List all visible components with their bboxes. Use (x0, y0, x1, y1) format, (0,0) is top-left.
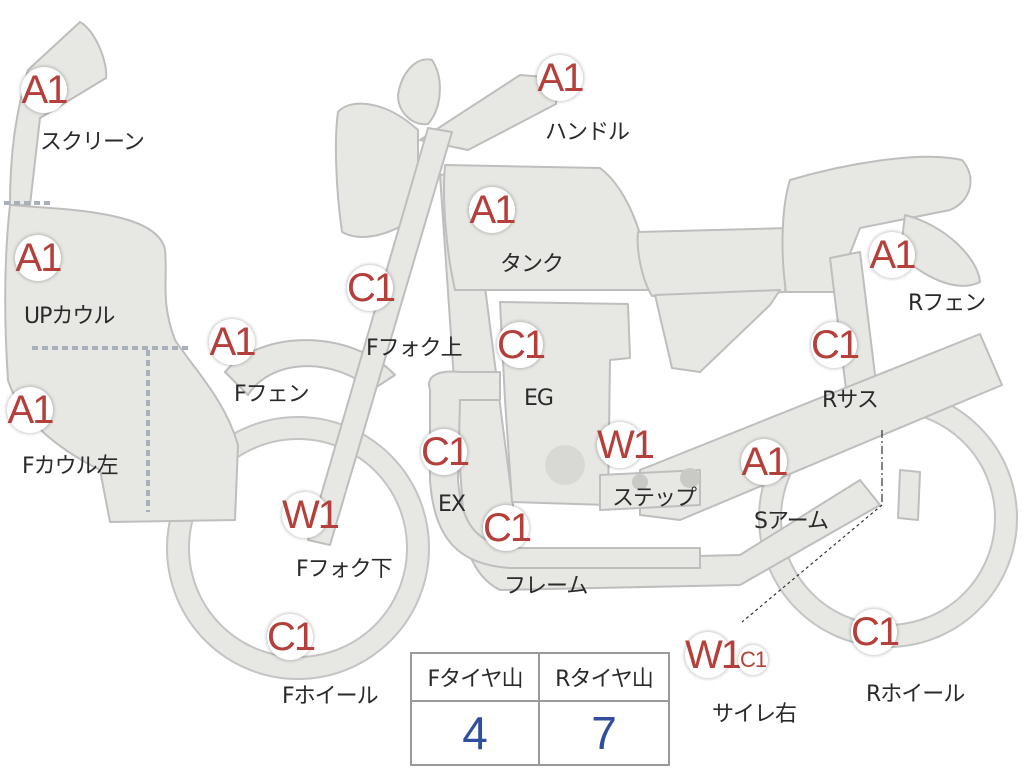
grade-badge-eg: C1 (497, 322, 546, 368)
step-peg-shape (680, 468, 700, 488)
front-fender-shape (224, 339, 396, 396)
part-label-f-fork-upper: Fフォク上 (366, 336, 463, 361)
mirror-shape (397, 58, 441, 126)
part-label-f-fork-lower: Fフォク下 (296, 557, 393, 582)
part-label-handle: ハンドル (545, 120, 630, 145)
grade-badge-r-wheel: C1 (851, 609, 900, 655)
grade-badge-r-fender: A1 (869, 232, 916, 278)
grade-badge-screen: A1 (21, 67, 68, 113)
grade-badge-ex: C1 (421, 429, 470, 475)
seat-shape (636, 227, 791, 297)
part-label-screen: スクリーン (40, 130, 145, 155)
part-label-r-sus: Rサス (822, 388, 879, 413)
cowl-shape (4, 204, 239, 523)
part-label-r-wheel: Rホイール (866, 682, 965, 707)
grade-badge-f-fender: A1 (209, 319, 256, 365)
screen-shape (9, 21, 108, 206)
part-label-tank: タンク (500, 252, 564, 277)
front-tire-tread-value: 4 (412, 702, 540, 764)
grade-badge-r-sus: C1 (811, 322, 860, 368)
step-shape (599, 469, 701, 511)
leader-line (741, 504, 883, 623)
grade-badge-side-cover-r: W1 (685, 632, 743, 678)
headlight-shape (334, 102, 419, 238)
engine-cover-shape (545, 445, 585, 485)
grade-badge-f-wheel: C1 (267, 614, 316, 660)
grade-badge-frame: C1 (483, 505, 532, 551)
part-label-f-wheel: Fホイール (282, 684, 379, 709)
part-label-f-cowl-left: Fカウル左 (22, 454, 119, 479)
step-peg-shape (632, 474, 648, 490)
part-label-up-cowl: UPカウル (24, 304, 115, 329)
part-label-eg: EG (524, 386, 554, 411)
table-header-rear-tire: Rタイヤ山 (540, 654, 668, 702)
grade-badge-handle: A1 (537, 55, 584, 101)
part-label-frame: フレーム (504, 574, 588, 599)
grade-badge-f-fork-upper: C1 (347, 265, 396, 311)
part-label-r-fender: Rフェン (908, 291, 986, 316)
part-label-f-fender: Fフェン (234, 382, 310, 407)
part-label-ex: EX (438, 492, 466, 517)
grade-badge-f-fork-lower: W1 (282, 492, 340, 538)
hub-shape (897, 469, 921, 521)
grade-badge-up-cowl: A1 (15, 235, 62, 281)
table-header-front-tire: Fタイヤ山 (412, 654, 540, 702)
front-fork-shape (307, 127, 453, 546)
side-panel-shape (654, 289, 781, 373)
grade-badge-side-cover-r-secondary: C1 (738, 645, 768, 675)
part-label-side-cover-r: サイレ右 (712, 702, 797, 727)
part-label-step: ステップ (612, 486, 697, 511)
front-wheel-shape (166, 416, 430, 680)
grade-badge-step: W1 (597, 422, 655, 468)
tire-tread-table: Fタイヤ山 Rタイヤ山 4 7 (410, 652, 670, 766)
grade-badge-f-cowl-left: A1 (7, 387, 54, 433)
rear-fender-shape (899, 214, 981, 287)
rear-tire-tread-value: 7 (591, 707, 617, 759)
part-label-s-arm: Sアーム (754, 509, 829, 534)
grade-badge-tank: A1 (469, 187, 516, 233)
grade-badge-s-arm: A1 (741, 439, 788, 485)
